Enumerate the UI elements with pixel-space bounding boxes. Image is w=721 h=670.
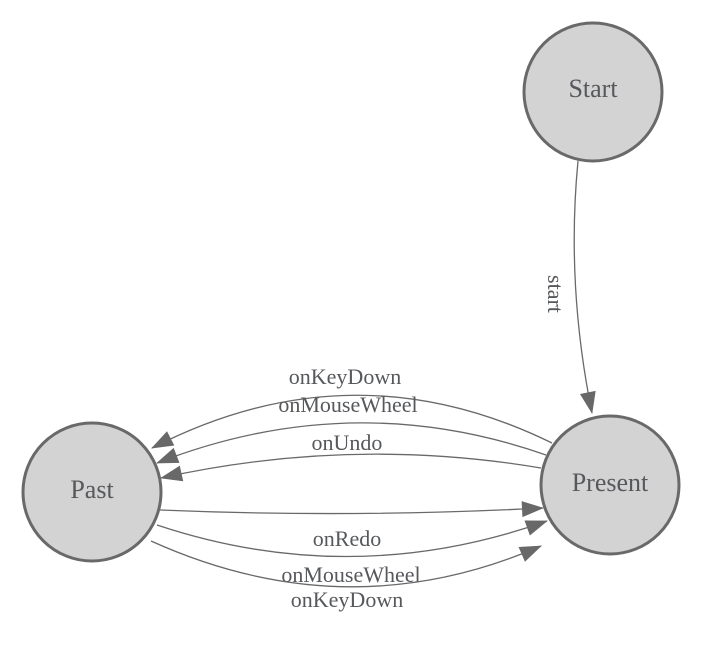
edge-start-to-present-path: [573, 160, 596, 414]
node-past-circle: [21, 421, 163, 563]
edge-past-to-present-onkeydown: onKeyDown: [150, 540, 542, 612]
node-present: Present: [539, 414, 681, 556]
node-present-label: Present: [572, 468, 649, 497]
node-past-label: Past: [70, 475, 114, 504]
edge-present-to-past-onkeydown-path: [151, 394, 553, 449]
node-start: Start: [522, 21, 664, 163]
node-start-label: Start: [568, 74, 618, 103]
edge-past-to-present-onredo-path: [159, 501, 544, 518]
edge-past-to-present-onmousewheel: onMouseWheel: [156, 520, 548, 587]
edge-label-onredo: onRedo: [313, 526, 381, 551]
edge-present-to-past-onmousewheel: onMouseWheel: [156, 392, 547, 464]
node-present-circle: [539, 414, 681, 556]
edge-label-onkeydown-bottom: onKeyDown: [291, 587, 403, 612]
edge-past-to-present-onredo: onRedo: [159, 501, 544, 551]
node-past: Past: [21, 421, 163, 563]
edge-label-onkeydown-top: onKeyDown: [289, 364, 401, 389]
edge-label-onmousewheel-bottom: onMouseWheel: [281, 562, 420, 587]
edge-present-to-past-onundo: onUndo: [160, 430, 542, 482]
edge-past-to-present-onkeydown-path: [150, 540, 542, 588]
edge-label-onmousewheel-top: onMouseWheel: [278, 392, 417, 417]
edge-label-onundo: onUndo: [312, 430, 383, 455]
edge-past-to-present-onmousewheel-path: [156, 520, 548, 558]
edge-present-to-past-onkeydown: onKeyDown: [151, 364, 553, 449]
edge-label-start: start: [543, 275, 568, 313]
node-start-circle: [522, 21, 664, 163]
edge-present-to-past-onundo-path: [160, 453, 542, 482]
edge-start-to-present: start: [543, 160, 596, 414]
edge-present-to-past-onmousewheel-path: [156, 422, 547, 464]
